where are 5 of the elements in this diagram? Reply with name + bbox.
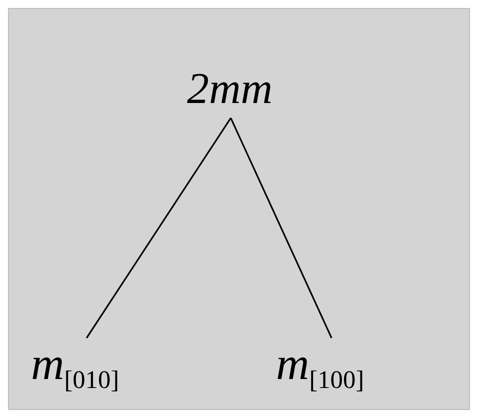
symmetry-label: m$_{[100]}$ bbox=[276, 341, 364, 394]
symmetry-label: 2mm bbox=[187, 67, 273, 111]
connector-line bbox=[230, 118, 332, 338]
connector-line bbox=[86, 118, 232, 338]
symmetry-label: m$_{[010]}$ bbox=[31, 341, 120, 394]
